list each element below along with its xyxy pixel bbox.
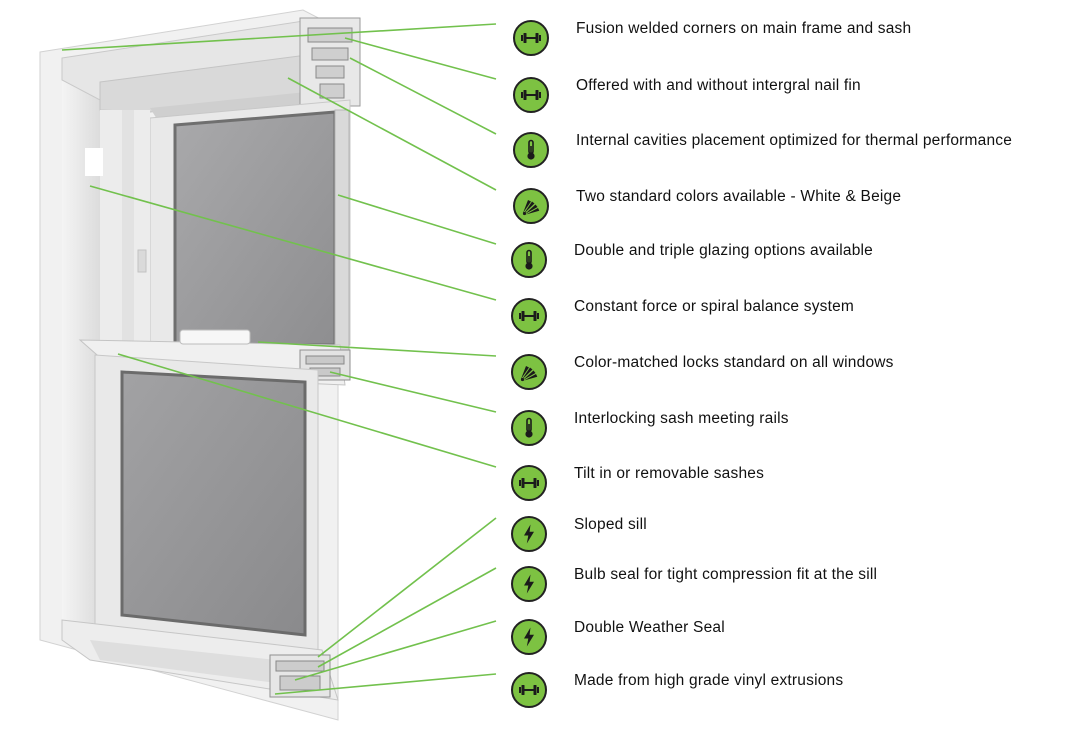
feature-label: Constant force or spiral balance system (574, 298, 855, 315)
feature-item: Bulb seal for tight compression fit at t… (0, 566, 1081, 606)
feature-badge (511, 566, 547, 602)
feature-badge (511, 619, 547, 655)
feature-label: Tilt in or removable sashes (574, 465, 765, 482)
feature-item: Double and triple glazing options availa… (0, 242, 1081, 282)
feature-item: Fusion welded corners on main frame and … (0, 20, 1081, 60)
thermometer-icon (519, 138, 543, 162)
dumbbell-icon (517, 471, 541, 495)
leader-line (317, 517, 497, 658)
feature-label: Color-matched locks standard on all wind… (574, 354, 894, 371)
leader-line (274, 673, 497, 695)
feature-badge (513, 188, 549, 224)
feature-label: Internal cavities placement optimized fo… (576, 132, 1013, 149)
feature-item: Constant force or spiral balance system (0, 298, 1081, 338)
frame-left-jamb (62, 60, 100, 630)
feature-label: Two standard colors available - White & … (576, 188, 902, 205)
leader-lines (61, 23, 497, 695)
leader-line (294, 620, 497, 681)
leader-line (337, 194, 497, 245)
leader-line (61, 23, 497, 51)
feature-label: Double and triple glazing options availa… (574, 242, 873, 259)
leader-line (89, 185, 497, 301)
leader-line (257, 341, 497, 357)
feature-item: Internal cavities placement optimized fo… (0, 132, 1081, 172)
dumbbell-icon (519, 83, 543, 107)
feature-badge (511, 298, 547, 334)
feature-item: Color-matched locks standard on all wind… (0, 354, 1081, 394)
feature-item: Interlocking sash meeting rails (0, 410, 1081, 450)
feature-badge (511, 516, 547, 552)
feature-label: Double Weather Seal (574, 619, 725, 636)
feature-badge (511, 242, 547, 278)
thermometer-icon (517, 416, 541, 440)
feature-label: Bulb seal for tight compression fit at t… (574, 566, 878, 583)
leader-line (117, 353, 497, 468)
feature-label: Offered with and without intergral nail … (576, 77, 861, 94)
feature-item: Double Weather Seal (0, 619, 1081, 659)
feature-item: Two standard colors available - White & … (0, 188, 1081, 228)
feature-badge (513, 132, 549, 168)
dumbbell-icon (519, 26, 543, 50)
color-fan-icon (517, 360, 541, 384)
color-fan-icon (519, 194, 543, 218)
leader-line (349, 57, 497, 135)
feature-badge (513, 77, 549, 113)
dumbbell-icon (517, 304, 541, 328)
leader-line (329, 371, 497, 413)
feature-badge (511, 410, 547, 446)
sash-lock (179, 329, 251, 345)
lightning-icon (517, 572, 541, 596)
feature-label: Fusion welded corners on main frame and … (576, 20, 912, 37)
leader-line (287, 77, 497, 191)
feature-item: Tilt in or removable sashes (0, 465, 1081, 505)
feature-label: Made from high grade vinyl extrusions (574, 672, 844, 689)
feature-item: Offered with and without intergral nail … (0, 77, 1081, 117)
feature-label: Interlocking sash meeting rails (574, 410, 789, 427)
feature-badge (511, 672, 547, 708)
lightning-icon (517, 625, 541, 649)
lower-glass (120, 370, 307, 637)
dumbbell-icon (517, 678, 541, 702)
feature-label: Sloped sill (574, 516, 647, 533)
feature-badge (511, 465, 547, 501)
lightning-icon (517, 522, 541, 546)
feature-badge (513, 20, 549, 56)
feature-badge (511, 354, 547, 390)
leader-line (317, 567, 497, 668)
feature-item: Sloped sill (0, 516, 1081, 556)
feature-item: Made from high grade vinyl extrusions (0, 672, 1081, 712)
thermometer-icon (517, 248, 541, 272)
leader-line (344, 37, 497, 80)
